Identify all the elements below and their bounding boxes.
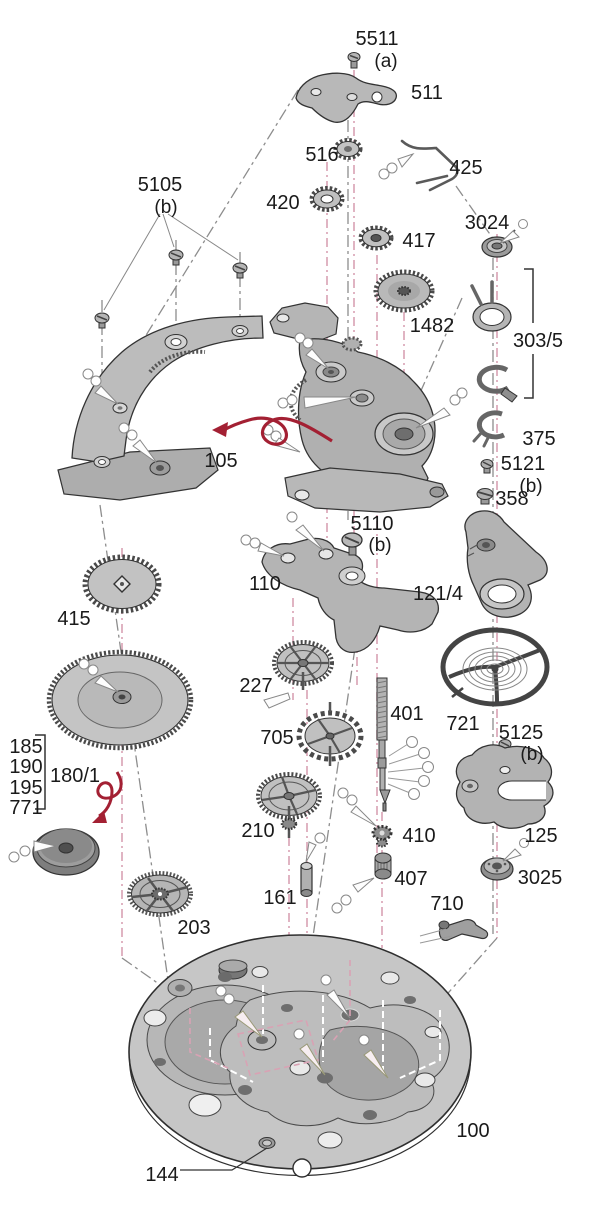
part-375-clip	[472, 410, 506, 448]
label-110: 110	[249, 573, 281, 595]
part-425-spring	[400, 139, 459, 192]
label-5121-b: (b)	[519, 476, 542, 497]
label-410: 410	[402, 825, 435, 847]
label-203: 203	[177, 917, 210, 939]
label-5511-a: (a)	[374, 51, 397, 72]
label-5511: 5511	[355, 28, 398, 50]
part-1482-gear	[373, 269, 435, 313]
part-420-gear	[309, 186, 345, 212]
callouts-401	[387, 736, 434, 800]
label-195: 195	[9, 777, 42, 799]
part-516-gear	[333, 138, 363, 160]
part-705-escape-wheel	[296, 702, 364, 766]
label-5121: 5121	[501, 453, 546, 475]
bracket-185-771	[35, 734, 46, 810]
callouts-110	[240, 511, 325, 557]
label-511: 511	[411, 82, 443, 104]
part-161-tube	[300, 832, 326, 897]
part-144-screw	[180, 1137, 276, 1171]
part-210-wheel	[256, 772, 322, 838]
unwind-arrow-180-1	[92, 771, 123, 823]
part-415-ratchet-wheel	[82, 554, 162, 614]
callouts-105-right	[262, 332, 468, 453]
part-105-bridge-left	[57, 315, 264, 501]
part-5511-screw	[347, 52, 361, 69]
label-5105-b: (b)	[154, 197, 177, 218]
label-144: 144	[145, 1164, 178, 1186]
label-180-1: 180/1	[50, 765, 100, 787]
part-227-wheel	[263, 640, 334, 709]
label-771: 771	[9, 797, 42, 819]
label-710: 710	[430, 893, 463, 915]
part-710-lever	[419, 919, 489, 944]
label-185: 185	[9, 736, 42, 758]
label-161: 161	[263, 887, 296, 909]
part-417-gear	[358, 225, 394, 251]
label-190: 190	[9, 756, 42, 778]
part-410-pinion	[337, 787, 393, 848]
part-5121-screw	[480, 459, 494, 474]
label-420: 420	[266, 192, 299, 214]
label-227: 227	[239, 675, 272, 697]
label-425: 425	[449, 157, 482, 179]
label-358: 358	[495, 488, 528, 510]
part-721-balance-wheel	[440, 627, 550, 707]
callout-425	[378, 152, 415, 180]
rotation-arrow-105	[212, 416, 333, 446]
callouts-plate	[215, 974, 389, 1079]
label-516: 516	[305, 144, 338, 166]
part-5110-screw	[341, 532, 363, 556]
part-358-screw	[476, 488, 494, 505]
part-303-5-regulator	[476, 364, 518, 403]
part-180-1-barrel	[46, 649, 194, 751]
label-5110-b: (b)	[368, 535, 391, 556]
part-401-winding-stem	[376, 677, 391, 812]
plate-routing-lines	[189, 960, 441, 1083]
label-721: 721	[446, 713, 479, 735]
label-3025: 3025	[518, 867, 563, 889]
label-3024: 3024	[465, 212, 510, 234]
part-203-wheel	[127, 871, 193, 917]
label-5105: 5105	[138, 174, 183, 196]
label-5110: 5110	[350, 513, 393, 535]
label-125: 125	[524, 825, 557, 847]
part-125-plate	[455, 744, 554, 829]
part-5105-screws	[94, 213, 248, 329]
part-3025-setting	[480, 838, 529, 881]
label-705: 705	[260, 727, 293, 749]
bracket-303-5	[524, 268, 534, 399]
part-511-cam	[295, 72, 398, 123]
part-303-5-stud-support	[470, 280, 512, 332]
callouts-105-left	[82, 368, 158, 464]
part-105-bridge-right	[269, 302, 449, 513]
part-407-sliding-pinion	[331, 852, 392, 914]
part-100-main-plate	[128, 934, 472, 1178]
label-105: 105	[204, 450, 237, 472]
label-5125: 5125	[499, 722, 544, 744]
label-407: 407	[394, 868, 427, 890]
label-210: 210	[241, 820, 274, 842]
label-375: 375	[522, 428, 555, 450]
part-121-4-balance-cock	[464, 510, 548, 618]
part-barrel-drum	[8, 828, 100, 876]
label-121-4: 121/4	[413, 583, 463, 605]
label-415: 415	[57, 608, 90, 630]
part-3024-setting	[481, 219, 528, 258]
label-401: 401	[390, 703, 423, 725]
label-417: 417	[402, 230, 435, 252]
label-1482: 1482	[410, 315, 455, 337]
label-100: 100	[456, 1120, 489, 1142]
label-303-5: 303/5	[513, 330, 563, 352]
label-5125-b: (b)	[520, 744, 543, 765]
part-110-bridge	[261, 537, 440, 654]
